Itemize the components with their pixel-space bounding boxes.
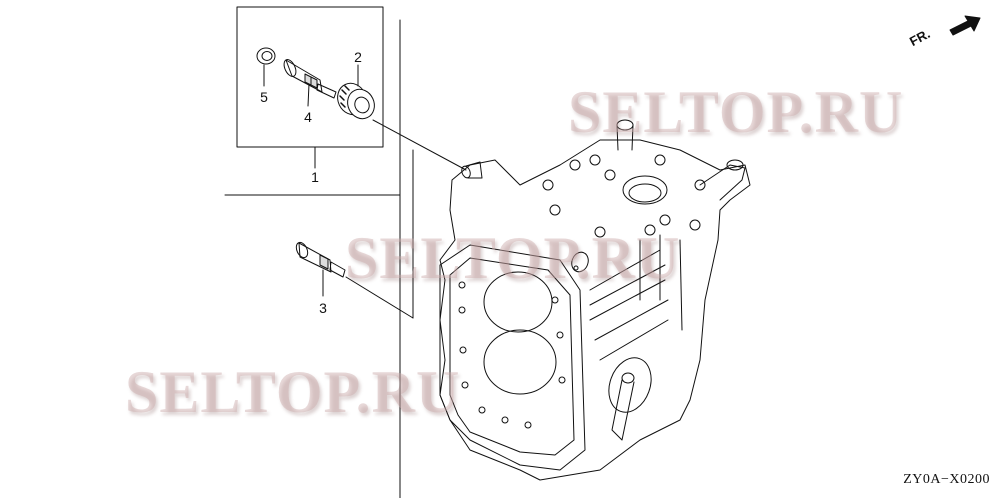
- assembly-port: [461, 161, 483, 179]
- callout-1[interactable]: 1: [311, 169, 319, 185]
- assembly-1-box: [236, 6, 384, 169]
- bracket-lines: [224, 19, 414, 498]
- block-ribs: [589, 234, 683, 361]
- diagram-code: ZY0A−X0200: [903, 472, 990, 487]
- washer-part-5: [256, 47, 276, 87]
- front-direction-arrow-icon: [949, 15, 981, 36]
- sensor-part-3: [295, 241, 414, 319]
- flange-holes: [458, 281, 566, 429]
- callout-4[interactable]: 4: [304, 109, 312, 125]
- stem-part-4: [283, 59, 337, 107]
- callout-2[interactable]: 2: [354, 49, 362, 65]
- cylinder-block: [439, 119, 751, 481]
- callout-5[interactable]: 5: [260, 89, 268, 105]
- top-deck-bosses: [542, 119, 744, 238]
- nut-part-2: [337, 64, 467, 171]
- switch-port: [571, 251, 589, 273]
- callout-3[interactable]: 3: [319, 300, 327, 316]
